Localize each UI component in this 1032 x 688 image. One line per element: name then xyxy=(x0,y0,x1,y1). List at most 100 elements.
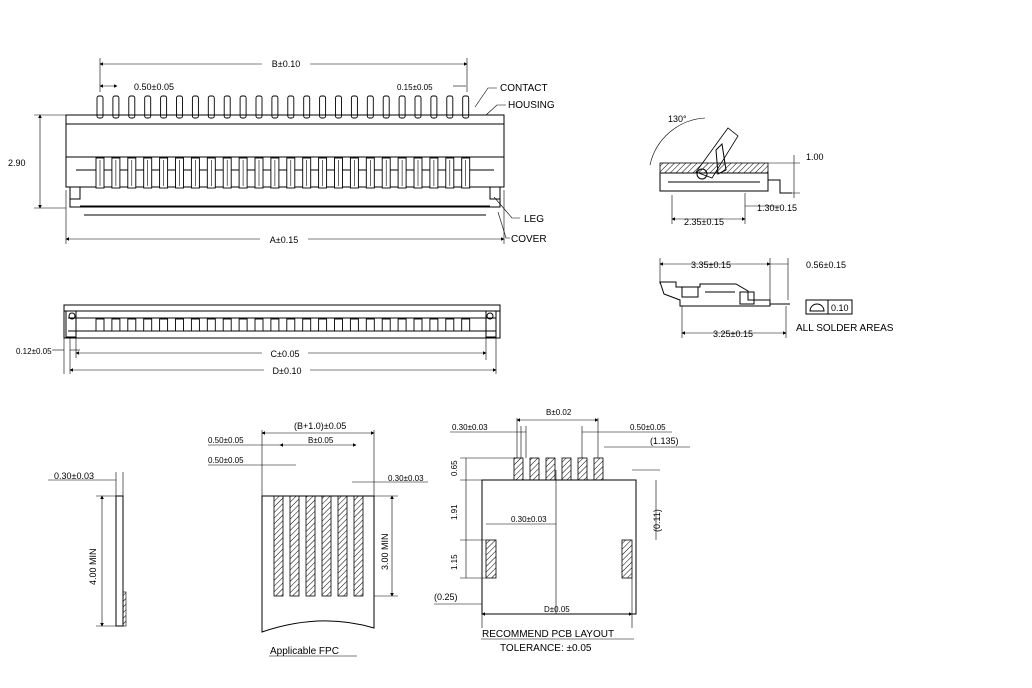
dim-offset-label: 0.12±0.05 xyxy=(16,347,52,356)
bottom-contacts xyxy=(95,318,471,332)
label-leg: LEG xyxy=(524,214,544,225)
contact-pin xyxy=(207,95,215,119)
bottom-contact xyxy=(175,318,184,332)
bottom-contact xyxy=(270,318,280,332)
bottom-contact xyxy=(206,318,216,332)
bottom-contact xyxy=(286,318,296,332)
bottom-contact xyxy=(429,318,439,332)
bottom-contact xyxy=(222,318,232,332)
contact-pin xyxy=(160,95,168,119)
bottom-contact xyxy=(461,318,471,332)
signal-pad xyxy=(545,457,556,481)
contact-pin xyxy=(271,95,279,119)
contact-pin xyxy=(414,95,422,119)
pcb-caption: RECOMMEND PCB LAYOUT xyxy=(482,629,614,640)
pcb-1-15-label: 1.15 xyxy=(450,554,459,570)
signal-pad xyxy=(561,457,572,481)
signal-pad xyxy=(513,457,524,481)
fpc-width-label: 0.30±0.03 xyxy=(388,474,424,483)
pcb-d-label: D±0.05 xyxy=(544,605,570,614)
pcb-tolerance: TOLERANCE: ±0.05 xyxy=(500,643,592,654)
contact-pin xyxy=(128,95,136,119)
dim-1-30-label: 1.30±0.15 xyxy=(757,203,797,213)
mounting-pad-right xyxy=(621,539,633,579)
contact-pin xyxy=(398,95,406,119)
fpc-length-min-label: 3.00 MIN xyxy=(380,533,390,570)
fpc-thickness-label: 0.30±0.03 xyxy=(54,471,94,481)
contact-pin xyxy=(239,95,247,119)
fpc-side-view: 0.30±0.03 4.00 MIN xyxy=(48,471,127,627)
dim-height-label: 2.90 xyxy=(8,158,26,168)
side-view: 130° 1.00 1.30±0.15 2.35±0.15 xyxy=(649,114,824,227)
bottom-contact xyxy=(334,318,343,332)
signal-pad xyxy=(577,457,588,481)
dim-side-height-label: 1.00 xyxy=(806,152,824,162)
pcb-1-91-label: 1.91 xyxy=(450,504,459,520)
dim-angle-label: 130° xyxy=(668,114,687,124)
fpc-pitch-2-label: 0.50±0.05 xyxy=(208,456,244,465)
bottom-contact xyxy=(111,318,121,332)
bottom-contact xyxy=(127,318,137,332)
contact-pin xyxy=(350,95,358,119)
bottom-contact xyxy=(143,318,153,332)
pcb-pitch-label: 0.50±0.05 xyxy=(630,423,666,432)
bottom-contact xyxy=(381,318,391,332)
dim-contact-width-label: 0.15±0.05 xyxy=(397,83,433,92)
mounting-pad-left xyxy=(485,539,497,579)
fpc-pitch-1-label: 0.50±0.05 xyxy=(208,436,244,445)
pcb-pad-width-2-label: 0.30±0.03 xyxy=(511,515,547,524)
pcb-0-65-label: 0.65 xyxy=(450,460,459,476)
bottom-contact xyxy=(397,318,407,332)
fpc-trace xyxy=(289,495,300,597)
contact-pin xyxy=(303,95,311,119)
dim-3-25-label: 3.25±0.15 xyxy=(713,329,753,339)
pcb-pad-width-label: 0.30±0.03 xyxy=(452,423,488,432)
fpc-trace xyxy=(273,495,284,597)
contact-pin xyxy=(382,95,390,119)
fpc-length-label: 4.00 MIN xyxy=(88,548,98,585)
contact-pin xyxy=(144,95,152,119)
fpc-trace xyxy=(353,495,364,597)
profile-view: 3.35±0.15 0.56±0.15 0.10 ALL SOLDER AREA… xyxy=(659,258,894,339)
flatness-value: 0.10 xyxy=(831,303,849,313)
dim-3-35-label: 3.35±0.15 xyxy=(691,260,731,270)
contact-pin xyxy=(176,95,183,119)
pcb-layout-view: B±0.02 0.30±0.03 0.50±0.05 (1.135) 0.65 … xyxy=(434,408,690,654)
dim-0-56-label: 0.56±0.15 xyxy=(806,260,846,270)
signal-pad xyxy=(593,457,604,481)
pcb-0-25-label: (0.25) xyxy=(434,592,458,602)
contact-pin xyxy=(430,95,438,119)
pcb-0-11-label: (0.11) xyxy=(652,509,662,532)
applicable-fpc-view: (B+1.0)±0.05 0.50±0.05 B±0.05 0.50±0.05 … xyxy=(208,421,428,657)
dim-a-label: A±0.15 xyxy=(270,235,298,245)
contact-pin xyxy=(335,95,342,119)
fpc-trace xyxy=(321,495,332,597)
fpc-b-label: B±0.05 xyxy=(308,436,334,445)
fpc-b-plus-label: (B+1.0)±0.05 xyxy=(294,421,346,431)
dim-pitch-label: 0.50±0.05 xyxy=(134,82,174,92)
contact-pin xyxy=(96,95,104,119)
contact-pin xyxy=(366,95,374,119)
bottom-contact xyxy=(302,318,312,332)
fpc-trace xyxy=(337,495,348,597)
bottom-contact xyxy=(349,318,359,332)
label-cover: COVER xyxy=(511,234,547,245)
dim-b-label: B±0.10 xyxy=(272,59,300,69)
fpc-caption: Applicable FPC xyxy=(270,646,339,657)
fpc-traces xyxy=(273,495,364,597)
contact-pin xyxy=(223,95,231,119)
contact-pins xyxy=(96,95,470,119)
contact-pin xyxy=(446,95,454,119)
bottom-contact xyxy=(95,318,105,332)
dim-c-label: C±0.05 xyxy=(271,349,300,359)
bottom-contact xyxy=(318,318,328,332)
signal-pad xyxy=(529,457,540,481)
bottom-contact xyxy=(445,318,455,332)
contact-pin xyxy=(191,95,199,119)
solder-note: ALL SOLDER AREAS xyxy=(796,323,894,334)
fpc-trace xyxy=(305,495,316,597)
dim-d-label: D±0.10 xyxy=(273,366,302,376)
label-housing: HOUSING xyxy=(508,100,555,111)
contact-pin xyxy=(255,95,263,119)
